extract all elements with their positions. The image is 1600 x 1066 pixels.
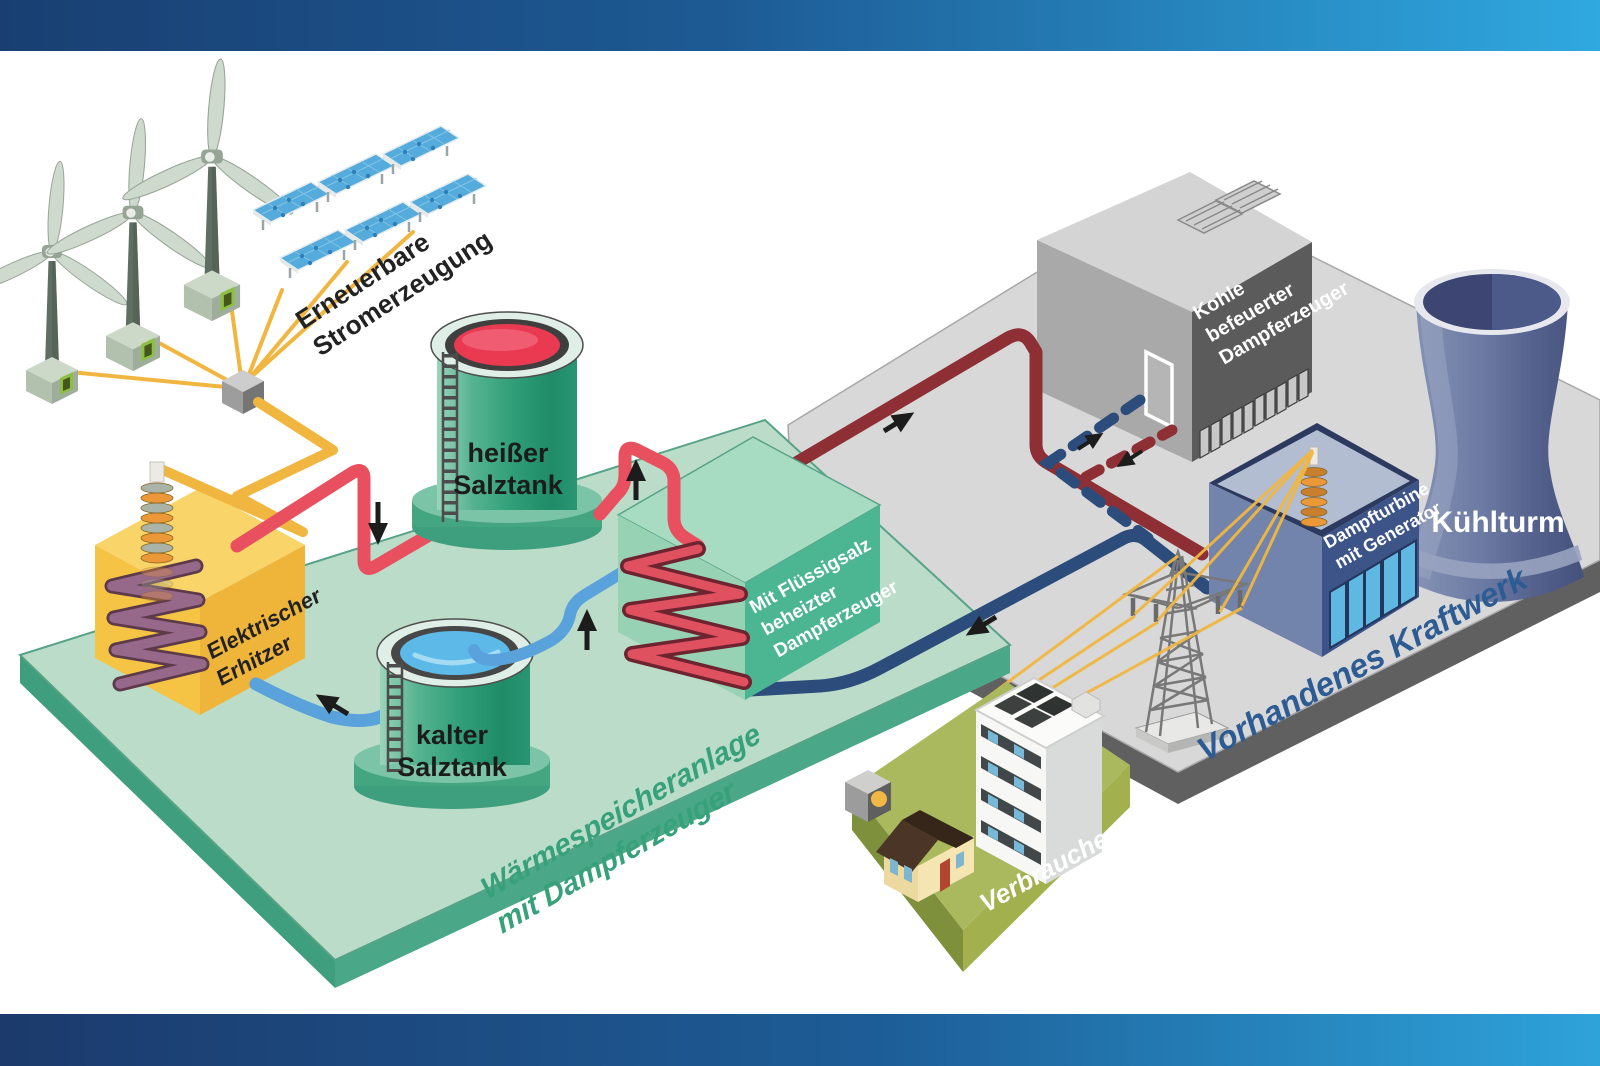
top-banner xyxy=(0,0,1600,51)
flow-arrow-left-icon xyxy=(315,694,350,717)
cooling-tower-label: Kühlturm xyxy=(1431,506,1564,539)
cold-tank-label-line2: Salztank xyxy=(397,752,508,782)
cold-salt-tank xyxy=(354,618,550,809)
transmission-tower xyxy=(1121,548,1251,753)
hot-tank-label-line2: Salztank xyxy=(453,470,564,500)
hot-salt-tank xyxy=(412,311,602,550)
hot-tank-label-line1: heißer xyxy=(467,438,549,468)
roof-unit xyxy=(1071,691,1101,719)
heater-coil xyxy=(104,558,210,692)
building-door xyxy=(1144,349,1174,430)
cold-tank-label-line1: kalter xyxy=(416,720,489,750)
roof-vents xyxy=(1176,180,1282,234)
flow-arrow-downleft-icon xyxy=(965,614,998,636)
flow-arrow-upright-icon xyxy=(882,412,915,434)
flow-arrow-upright-icon xyxy=(1076,432,1104,451)
hot-salt-pipe-tank-to-generator xyxy=(593,441,705,553)
generator-coil xyxy=(620,541,752,690)
power-cable xyxy=(158,397,338,537)
cold-salt-pipe-from-generator xyxy=(468,542,668,667)
hot-salt-pipe-heater-to-tank xyxy=(230,464,455,575)
house-door xyxy=(940,858,950,892)
steam-turbine-building xyxy=(1209,423,1419,657)
bottom-banner xyxy=(0,1014,1600,1066)
flow-arrow-downleft-icon xyxy=(1116,449,1144,468)
roof-solar-panels xyxy=(994,683,1074,728)
insulator-ghost xyxy=(140,566,174,602)
generator-insulator xyxy=(1300,446,1328,527)
tank-ladder xyxy=(441,352,459,522)
coal-boiler-building xyxy=(1037,172,1312,462)
hot-salt-tank-label: heißer Salztank xyxy=(453,438,564,500)
house xyxy=(876,810,974,902)
cold-salt-pipe-to-heater xyxy=(249,677,405,727)
apartment-building xyxy=(973,676,1107,884)
tank-ladder xyxy=(386,662,404,772)
transformer-box xyxy=(845,770,891,822)
transformer-light xyxy=(871,791,887,807)
coal-bypass-feedwater-dashed xyxy=(1038,394,1154,544)
flow-arrows xyxy=(315,412,1144,717)
heater-insulator xyxy=(140,461,174,564)
cold-salt-tank-label: kalter Salztank xyxy=(397,720,508,782)
cooling-tower xyxy=(1400,269,1584,602)
